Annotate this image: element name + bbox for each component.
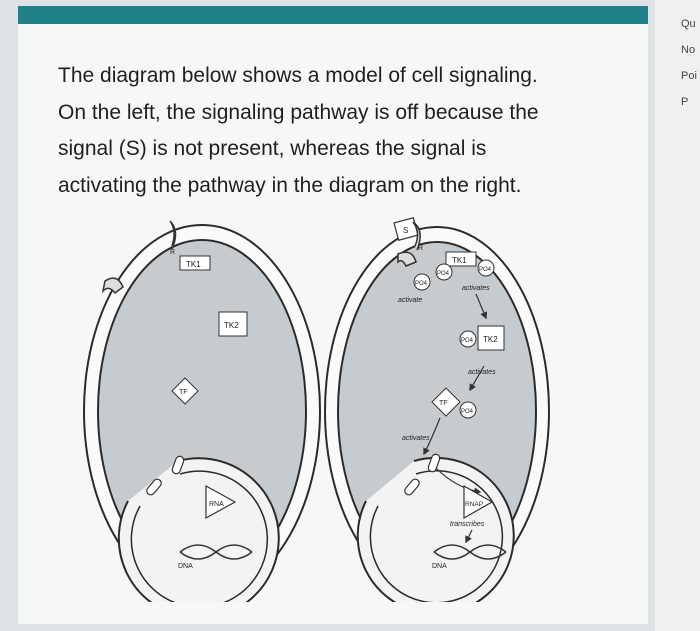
- right-tf-diamond: [431, 387, 461, 417]
- left-nucleus-inner: [130, 470, 269, 602]
- right-tk2-box: [477, 325, 505, 351]
- panel-top-bar: [18, 6, 648, 24]
- right-activates-label-2: activates: [468, 369, 496, 376]
- right-arrow-tf-nucleus: [423, 417, 441, 456]
- right-dna-label: DNA: [432, 563, 447, 570]
- right-nuclear-pore-2: [404, 478, 420, 496]
- sidebar-item-p[interactable]: P: [681, 96, 689, 108]
- question-line: activating the pathway in the diagram on…: [58, 173, 522, 197]
- left-tk2-box: [218, 311, 248, 337]
- right-receptor-label: R: [418, 245, 423, 252]
- question-line: The diagram below shows a model of cell …: [58, 64, 538, 87]
- right-transcribes-label: transcribes: [450, 521, 485, 528]
- left-nuclear-pore-1: [171, 455, 185, 475]
- right-po4-label-3: PO4: [479, 267, 492, 273]
- left-nuclear-pore-2: [146, 478, 162, 496]
- right-po4-circle-1: [413, 273, 431, 291]
- sidebar-item-points[interactable]: Poi: [681, 70, 697, 82]
- right-tf-label: TF: [439, 400, 448, 407]
- right-rnap-triangle: [463, 484, 494, 520]
- right-po4-circle-4: [459, 330, 477, 348]
- question-text: The diagram below shows a model of cell …: [58, 58, 618, 204]
- left-receptor-label: R: [170, 249, 175, 256]
- left-tk1-box: [179, 255, 211, 271]
- left-nucleus: [117, 457, 280, 602]
- right-po4-circle-3: [477, 259, 495, 277]
- left-rna-triangle: [205, 484, 237, 520]
- right-cell: S R TK1 PO4 PO4 PO4 activate activates P…: [324, 216, 550, 602]
- right-po4-circle-2: [435, 263, 453, 281]
- right-activate-label: activate: [398, 297, 422, 304]
- sidebar-item-notes[interactable]: No: [681, 44, 696, 56]
- right-tk2-label: TK2: [483, 335, 498, 344]
- right-nuclear-pore-1: [427, 453, 441, 473]
- right-receptor-top-icon: [412, 221, 421, 251]
- right-po4-circle-5: [459, 401, 477, 419]
- question-line: signal (S) is not present, whereas the s…: [58, 137, 487, 160]
- right-activates-label-1: activates: [462, 285, 490, 292]
- left-tf-diamond: [171, 377, 199, 405]
- right-dna-strand-2: [433, 544, 507, 560]
- left-cell: R TK1 TK2 TF RNA DNA: [83, 220, 321, 602]
- right-tk1-label: TK1: [452, 256, 467, 265]
- question-line: On the left, the signaling pathway is of…: [58, 100, 539, 124]
- right-po4-label-2: PO4: [437, 271, 450, 277]
- right-nucleus-inner: [369, 470, 504, 602]
- right-arrow-transcribes: [465, 529, 473, 544]
- left-tk2-label: TK2: [224, 321, 239, 330]
- right-po4-label-5: PO4: [461, 409, 474, 415]
- right-po4-label-4: PO4: [461, 338, 474, 344]
- sidebar-item-question[interactable]: Qu: [681, 18, 696, 30]
- left-tf-label: TF: [179, 389, 188, 396]
- cell-signaling-diagram: R TK1 TK2 TF RNA DNA S R: [83, 216, 550, 602]
- left-tk1-label: TK1: [186, 260, 201, 269]
- right-arrow-tk2-tf: [469, 365, 485, 392]
- right-sidebar: Qu No Poi P: [655, 0, 700, 631]
- right-signal-label: S: [403, 226, 408, 235]
- right-activates-label-3: activates: [402, 435, 430, 442]
- left-dna-strand-2: [179, 544, 253, 560]
- right-receptor-side-icon: [397, 251, 417, 267]
- right-arrow-tk1-tk2: [475, 293, 488, 320]
- left-receptor-top-icon: [169, 220, 177, 250]
- right-arrow-to-rnap: [435, 467, 482, 495]
- right-po4-label-1: PO4: [415, 281, 428, 287]
- right-rnap-label: RNAP: [465, 501, 483, 508]
- left-rna-label: RNA: [209, 501, 224, 508]
- left-dna-label: DNA: [178, 563, 193, 570]
- right-tk1-box: [445, 251, 477, 267]
- left-receptor-side-icon: [101, 277, 124, 295]
